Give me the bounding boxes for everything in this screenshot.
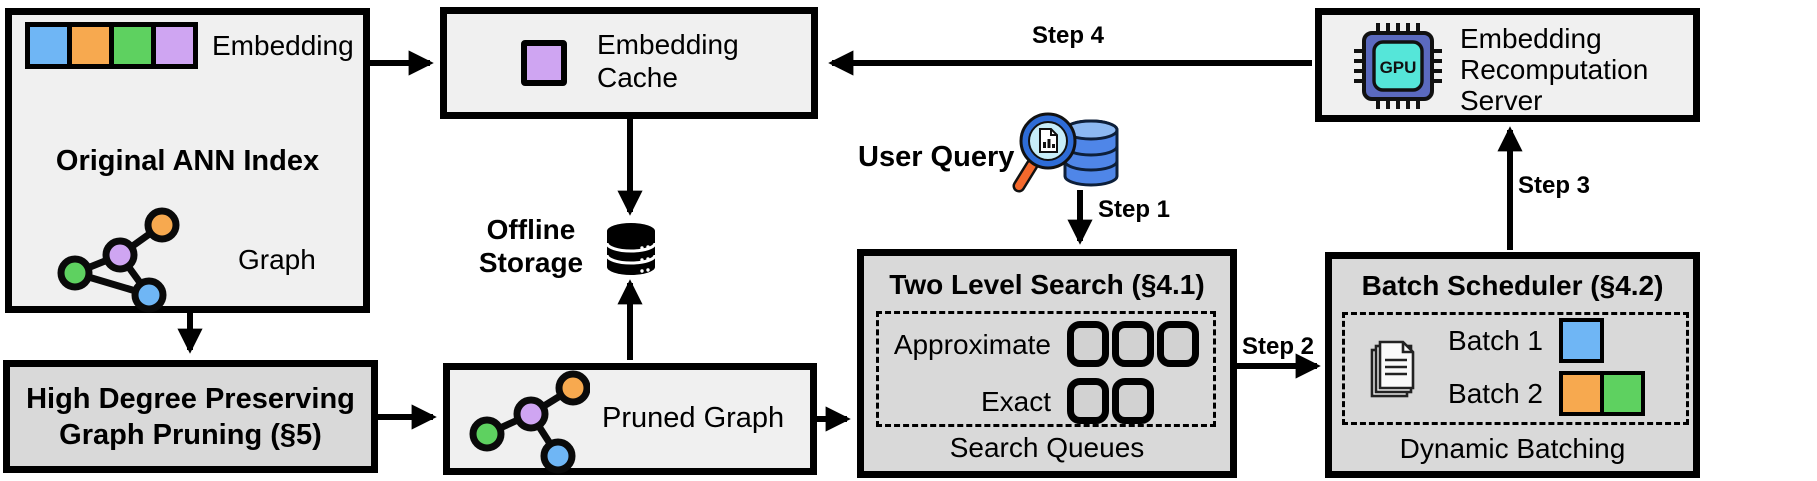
embedding-label: Embedding: [212, 30, 354, 61]
embedding-cell-purple: [156, 27, 193, 64]
original-ann-index-title: Original ANN Index: [55, 145, 320, 177]
graph-icon: [57, 207, 180, 313]
user-query-label: User Query: [858, 141, 1015, 173]
batch2-item-orange: [1563, 374, 1600, 412]
search-queues-caption: Search Queues: [949, 432, 1145, 463]
batch2-squares: [1559, 370, 1645, 416]
embedding-cache-label: Embedding Cache: [597, 29, 739, 93]
two-level-search-title: Two Level Search (§4.1): [889, 269, 1205, 300]
query-magnifier-database-icon: [1012, 112, 1119, 193]
exact-label: Exact: [980, 385, 1051, 417]
two-level-search-box: Two Level Search (§4.1) Approximate Exac…: [857, 249, 1237, 478]
dynamic-batching-caption: Dynamic Batching: [1399, 433, 1626, 464]
queue-slot-icon: [1112, 378, 1154, 424]
graph-label: Graph: [238, 244, 316, 275]
pruned-graph-box: Pruned Graph: [443, 363, 817, 475]
search-queues-panel: Approximate Exact: [876, 311, 1216, 427]
pruned-graph-label: Pruned Graph: [602, 402, 785, 434]
database-icon: [605, 223, 657, 275]
approximate-label: Approximate: [893, 328, 1051, 360]
queue-slot-icon: [1157, 321, 1199, 367]
dynamic-batching-panel: Batch 1 Batch 2: [1342, 312, 1689, 425]
recomputation-server-label: Embedding Recomputation Server: [1460, 23, 1649, 116]
approximate-queue-row: Approximate: [883, 319, 1213, 369]
batch2-label: Batch 2: [1448, 377, 1543, 409]
queue-slot-icon: [1067, 321, 1109, 367]
gpu-chip-icon: GPU: [1354, 23, 1442, 109]
step1-label: Step 1: [1098, 196, 1171, 223]
pruned-graph-icon: [469, 370, 590, 474]
recomputation-server-box: GPU Embedding Recomputation Server: [1315, 8, 1700, 122]
graph-pruning-box: High Degree Preserving Graph Pruning (§5…: [3, 360, 378, 473]
documents-icon: [1370, 340, 1415, 398]
step4-label: Step 4: [1032, 22, 1105, 49]
batch-scheduler-title: Batch Scheduler (§4.2): [1361, 270, 1664, 301]
step3-label: Step 3: [1518, 172, 1591, 199]
batch1-row: Batch 1: [1345, 316, 1686, 364]
queue-slot-icon: [1067, 378, 1109, 424]
embedding-cell-green: [114, 27, 151, 64]
approximate-queues: [1067, 321, 1207, 367]
batch1-label: Batch 1: [1448, 324, 1543, 356]
cached-embedding-icon: [521, 40, 567, 86]
batch1-item-blue: [1563, 321, 1600, 359]
original-ann-index-box: Embedding Original ANN Index Graph: [5, 8, 370, 313]
embedding-cache-box: Embedding Cache: [440, 7, 818, 119]
exact-queues: [1067, 378, 1207, 424]
embedding-vector-icon: [25, 22, 198, 69]
batch2-row: Batch 2: [1345, 369, 1686, 417]
queue-slot-icon: [1112, 321, 1154, 367]
embedding-cell-orange: [72, 27, 109, 64]
embedding-cell-blue: [30, 27, 67, 64]
step2-label: Step 2: [1241, 333, 1315, 360]
offline-storage-label: Offline Storage: [478, 214, 584, 278]
graph-pruning-label: High Degree Preserving Graph Pruning (§5…: [26, 382, 355, 451]
exact-queue-row: Exact: [883, 376, 1213, 426]
gpu-chip-label: GPU: [1380, 58, 1417, 77]
batch1-squares: [1559, 317, 1604, 363]
batch-scheduler-box: Batch Scheduler (§4.2) Batch 1: [1325, 252, 1700, 478]
batch2-item-green: [1604, 374, 1641, 412]
